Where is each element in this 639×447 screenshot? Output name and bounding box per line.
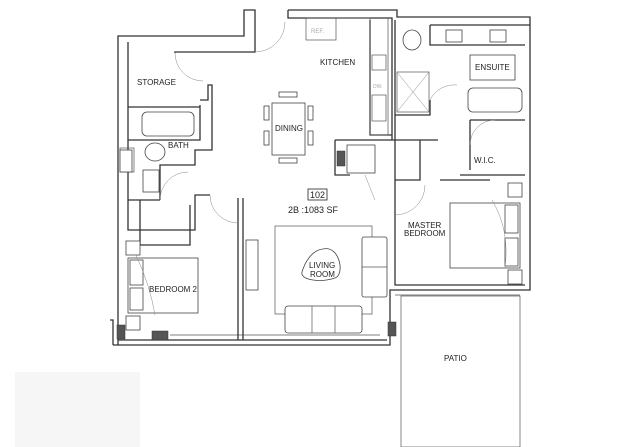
unit-number-box <box>307 188 328 201</box>
dw-label: DW. <box>373 84 382 90</box>
bath-fixtures <box>119 111 195 193</box>
column <box>336 150 346 167</box>
dining-table <box>263 91 314 164</box>
label-master-1: MASTER <box>408 221 442 230</box>
unit-number: 102 <box>310 190 325 200</box>
room-labels: KITCHEN STORAGE DINING BATH ENSUITE W.I.… <box>137 58 510 363</box>
label-patio: PATIO <box>444 354 467 363</box>
living-room-furniture <box>245 225 388 334</box>
label-wic: W.I.C. <box>474 156 496 165</box>
ref-label: REF. <box>311 29 324 35</box>
label-living-1: LIVING <box>309 261 335 270</box>
door-swings <box>159 21 496 224</box>
label-ensuite: ENSUITE <box>475 63 510 72</box>
label-bath: BATH <box>168 141 189 150</box>
unit-summary: 2B :1083 SF <box>288 205 339 215</box>
patio-area <box>400 295 521 447</box>
kitchen-counters: REF. DW. <box>305 17 389 136</box>
label-storage: STORAGE <box>137 78 176 87</box>
label-kitchen: KITCHEN <box>320 58 355 67</box>
steps <box>119 149 133 173</box>
label-living-2: ROOM <box>310 270 335 279</box>
ensuite-fixtures <box>396 29 523 113</box>
corner-shade <box>15 372 140 447</box>
fireplace <box>346 144 376 174</box>
master-bed <box>449 182 523 285</box>
label-dining: DINING <box>275 124 303 133</box>
bedroom2-bed <box>116 240 397 341</box>
label-master-2: BEDROOM <box>404 229 446 238</box>
label-bedroom2: BEDROOM 2 <box>149 285 198 294</box>
